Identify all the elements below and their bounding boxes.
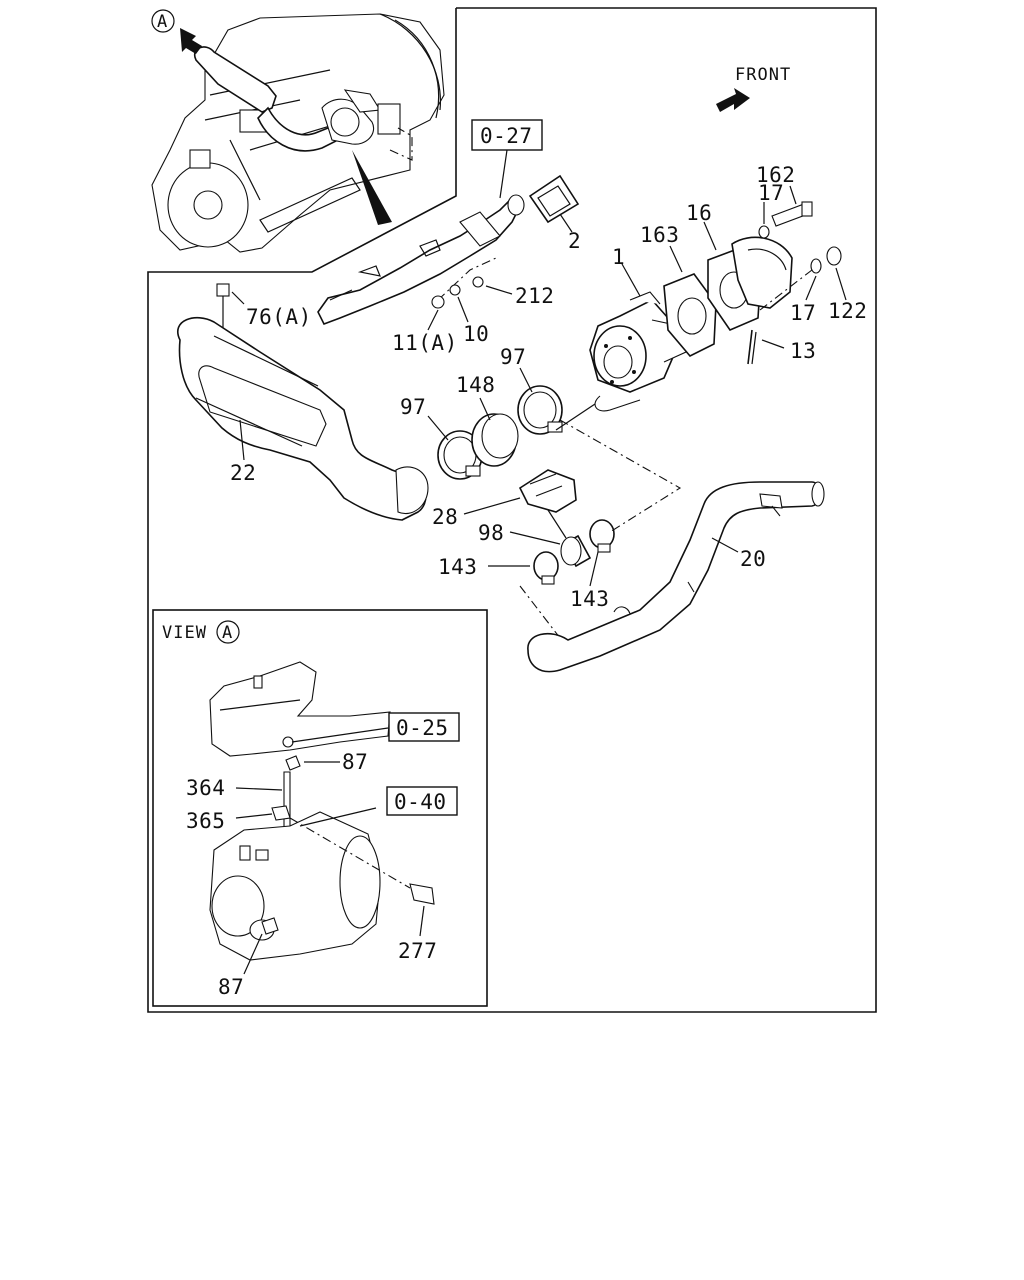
- tail-pipe-20: 20: [527, 481, 825, 673]
- front-label: FRONT: [735, 65, 791, 85]
- label-277: 277: [398, 939, 437, 963]
- stud-13: 13: [747, 269, 816, 365]
- ref-027-text: 0-27: [480, 124, 533, 148]
- label-17-bottom: 17: [790, 301, 816, 325]
- connector-line: [555, 401, 599, 431]
- ref-box-027: 0-27: [471, 119, 543, 199]
- label-98: 98: [478, 521, 504, 545]
- label-143-left: 143: [438, 555, 477, 579]
- ref-040-text: 0-40: [394, 790, 447, 814]
- pipe-upper-assembly: [317, 194, 525, 326]
- circle-a-letter: A: [157, 12, 168, 32]
- bolt-76a: 76(A): [216, 283, 312, 338]
- label-13: 13: [790, 339, 816, 363]
- clip-365: 365: [186, 805, 291, 833]
- nut-122: 122: [826, 246, 867, 323]
- washer-17-top: 17: [758, 181, 784, 239]
- view-a-text: VIEW: [162, 623, 207, 643]
- label-87-top: 87: [342, 750, 368, 774]
- view-a-circle-letter: A: [222, 623, 233, 643]
- view-a-marker: A: [151, 9, 175, 33]
- label-143-right: 143: [570, 587, 609, 611]
- washer-17-bottom: 17: [790, 258, 822, 325]
- label-162: 162: [756, 163, 795, 187]
- label-22: 22: [230, 461, 256, 485]
- label-20: 20: [740, 547, 766, 571]
- label-87-bottom: 87: [218, 975, 244, 999]
- gasket-2: 2: [528, 174, 581, 253]
- label-11a: 11(A): [392, 331, 458, 355]
- sleeve-98: 98: [478, 509, 592, 568]
- label-97-left: 97: [400, 395, 426, 419]
- view-a-frame: [152, 609, 488, 1007]
- label-365: 365: [186, 809, 225, 833]
- clamp-97-left: 97: [400, 395, 483, 480]
- main-frame: [147, 7, 877, 1013]
- heat-shield-28: 28: [432, 469, 577, 529]
- fitting-87-top: 87: [285, 750, 368, 774]
- ref-box-025: 0-25: [388, 712, 460, 742]
- ref-box-040: 0-40: [386, 786, 458, 816]
- label-122: 122: [828, 299, 867, 323]
- gasket-163: 163: [640, 223, 717, 357]
- fitting-87-bottom: 87: [218, 917, 279, 999]
- exhaust-pipe-22: 22: [177, 316, 429, 521]
- front-indicator: FRONT: [716, 65, 791, 112]
- clamp-143-right: 143: [570, 519, 615, 611]
- dash-connector-right: [559, 419, 682, 533]
- bolt-277: 277: [289, 817, 437, 963]
- label-76a: 76(A): [246, 305, 312, 329]
- clamp-143-left: 143: [438, 551, 559, 585]
- ref-025-text: 0-25: [396, 716, 449, 740]
- outlet-elbow: [731, 236, 793, 309]
- front-arrow-icon: [716, 88, 750, 112]
- engine-inset-illustration: [151, 13, 445, 253]
- view-a-title: VIEW A: [162, 620, 240, 644]
- small-fasteners-upper: 11(A) 10 212: [392, 257, 554, 355]
- label-1: 1: [612, 245, 625, 269]
- label-163: 163: [640, 223, 679, 247]
- dash-connector-down: [519, 585, 561, 639]
- label-97-right: 97: [500, 345, 526, 369]
- view-a-turbo: [209, 807, 381, 961]
- label-2: 2: [568, 229, 581, 253]
- clamp-97-right: 97: [500, 345, 563, 435]
- label-17-top: 17: [758, 181, 784, 205]
- view-a-manifold: [209, 661, 391, 757]
- label-16: 16: [686, 201, 712, 225]
- sleeve-148: 148: [456, 373, 519, 467]
- label-10: 10: [463, 322, 489, 346]
- label-148: 148: [456, 373, 495, 397]
- label-28: 28: [432, 505, 458, 529]
- label-364: 364: [186, 776, 225, 800]
- bolt-162: 162: [756, 163, 813, 227]
- label-212: 212: [515, 284, 554, 308]
